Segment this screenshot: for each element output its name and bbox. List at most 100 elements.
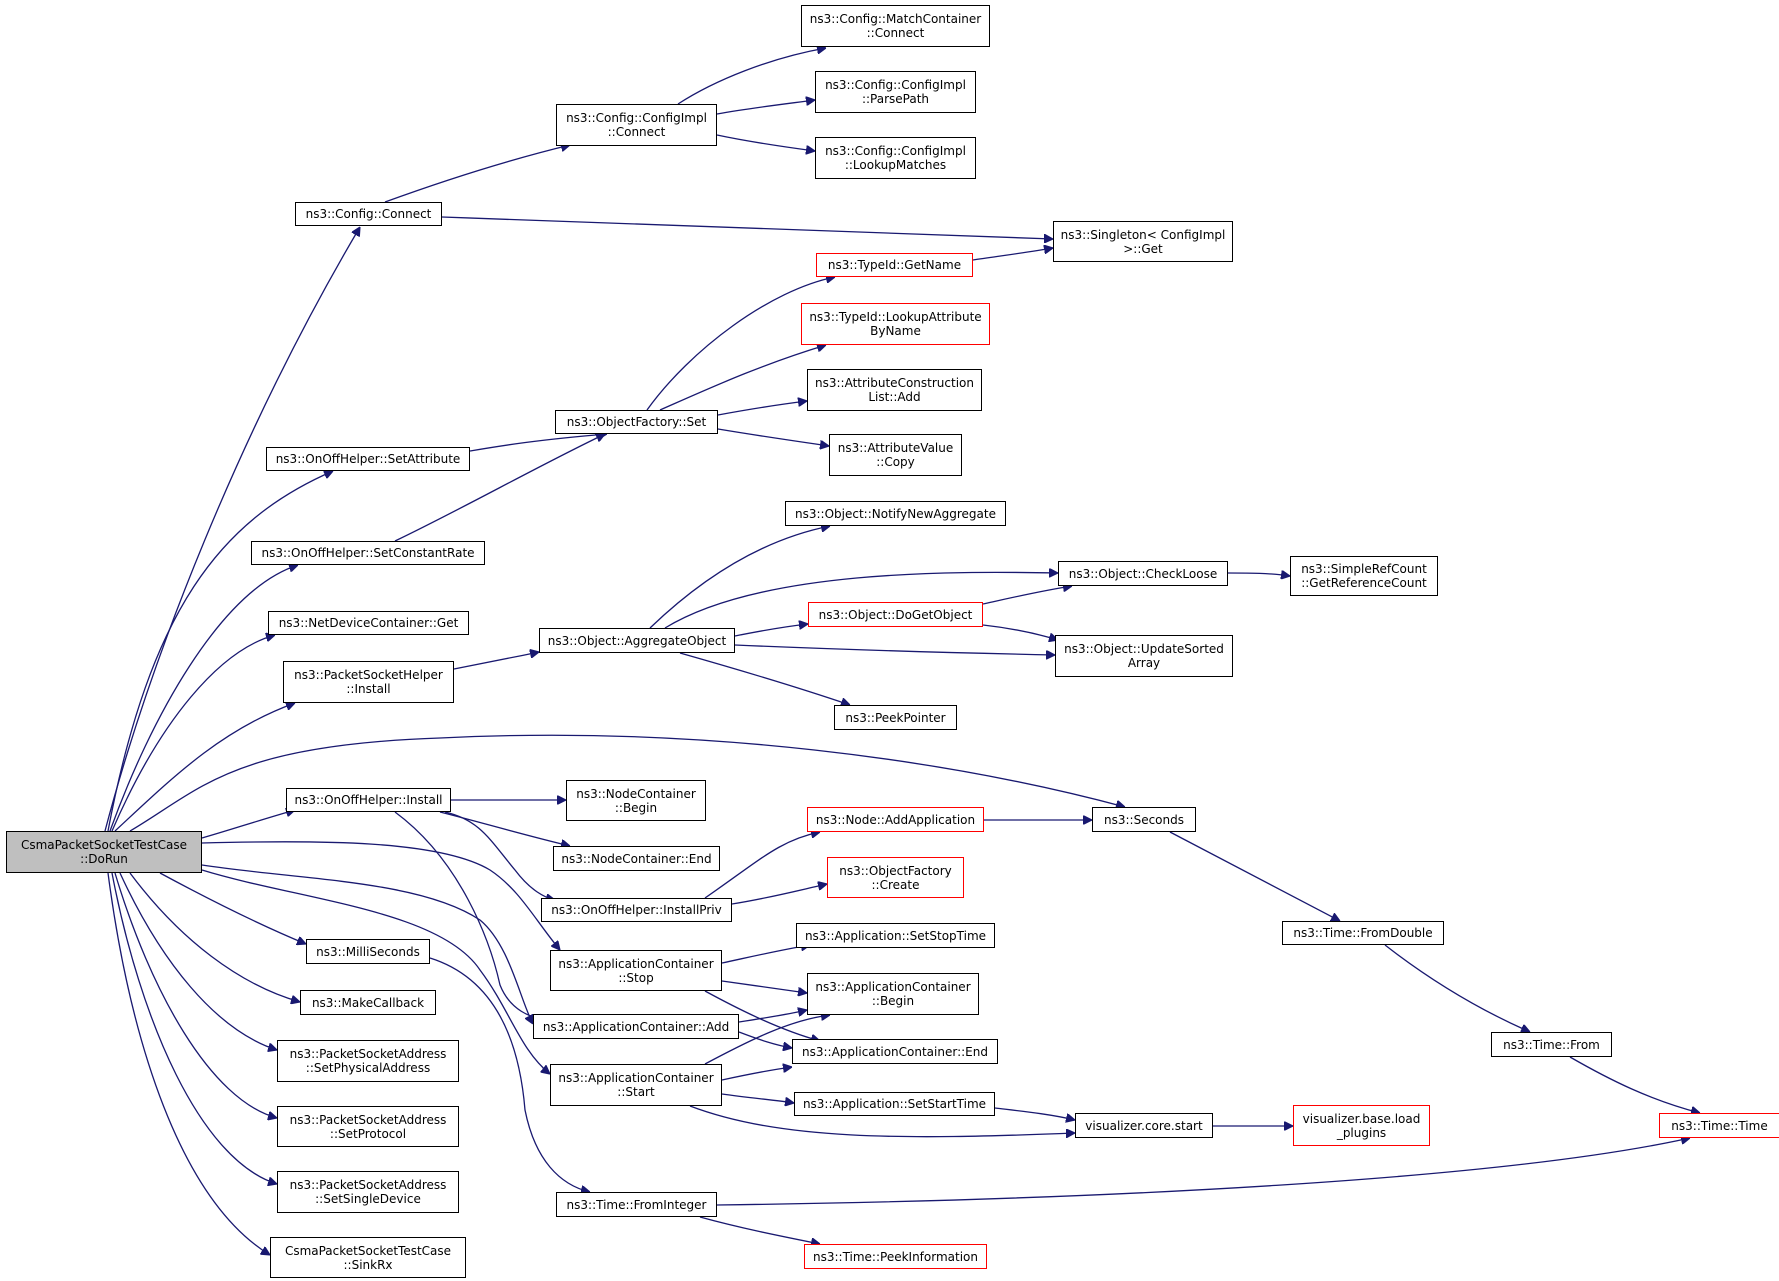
node-object-dogetobject[interactable]: ns3::Object::DoGetObject xyxy=(808,602,983,627)
node-visualizer-base-load-plugins[interactable]: visualizer.base.load _plugins xyxy=(1293,1105,1430,1146)
edge-from-to-time xyxy=(1569,1056,1700,1113)
node-applicationcontainer-start[interactable]: ns3::ApplicationContainer ::Start xyxy=(550,1064,722,1106)
edge-appcontainer-start-to-viz-core xyxy=(689,1105,1075,1137)
node-nodecontainer-begin[interactable]: ns3::NodeContainer ::Begin xyxy=(566,780,706,821)
node-seconds[interactable]: ns3::Seconds xyxy=(1092,807,1196,832)
edge-root-to-setprotocol xyxy=(114,872,277,1118)
node-label-line: ns3::Config::ConfigImpl xyxy=(825,144,966,158)
node-label-line: ::Connect xyxy=(607,125,666,139)
node-packetsocketaddress-setphysicaladdress[interactable]: ns3::PacketSocketAddress ::SetPhysicalAd… xyxy=(277,1040,459,1082)
node-configimpl-lookupmatches[interactable]: ns3::Config::ConfigImpl ::LookupMatches xyxy=(815,137,976,179)
node-visualizer-core-start[interactable]: visualizer.core.start xyxy=(1075,1113,1213,1138)
node-label-line: ns3::AttributeConstruction xyxy=(815,376,974,390)
edge-typeid-getname-to-singleton xyxy=(972,248,1053,261)
node-configimpl-parsepath[interactable]: ns3::Config::ConfigImpl ::ParsePath xyxy=(815,71,976,113)
node-label-line: visualizer.base.load xyxy=(1302,1111,1421,1126)
node-configimpl-connect[interactable]: ns3::Config::ConfigImpl ::Connect xyxy=(556,104,717,146)
node-makecallback[interactable]: ns3::MakeCallback xyxy=(300,990,436,1015)
node-applicationcontainer-begin[interactable]: ns3::ApplicationContainer ::Begin xyxy=(807,973,979,1015)
node-attributevalue-copy[interactable]: ns3::AttributeValue ::Copy xyxy=(829,434,962,476)
node-applicationcontainer-stop[interactable]: ns3::ApplicationContainer ::Stop xyxy=(550,950,722,991)
node-label-line: ns3::PeekPointer xyxy=(845,710,946,725)
node-typeid-getname[interactable]: ns3::TypeId::GetName xyxy=(816,253,973,277)
node-label-line: ::Begin xyxy=(614,800,658,815)
edge-configimpl-connect-to-lookupmatches xyxy=(716,134,815,151)
node-onoffhelper-setattribute[interactable]: ns3::OnOffHelper::SetAttribute xyxy=(266,447,470,471)
node-label-line: _plugins xyxy=(1336,1125,1387,1140)
node-time-peekinformation[interactable]: ns3::Time::PeekInformation xyxy=(804,1244,987,1269)
edge-aggregate-to-checkloose xyxy=(664,572,1058,629)
node-typeid-lookupattributebyname[interactable]: ns3::TypeId::LookupAttribute ByName xyxy=(801,303,990,345)
node-node-addapplication[interactable]: ns3::Node::AddApplication xyxy=(807,807,984,832)
node-label-line: ns3::Object::NotifyNewAggregate xyxy=(795,506,996,521)
node-label-line: ns3::PacketSocketHelper xyxy=(294,668,443,682)
edge-aggregate-to-dogetobject xyxy=(734,624,808,637)
node-applicationcontainer-end[interactable]: ns3::ApplicationContainer::End xyxy=(792,1039,998,1064)
edge-onoff-install-to-nodecontainer-end xyxy=(439,811,570,846)
node-netdevicecontainer-get[interactable]: ns3::NetDeviceContainer::Get xyxy=(268,611,469,635)
node-config-connect[interactable]: ns3::Config::Connect xyxy=(295,202,442,226)
node-label-line: ns3::MakeCallback xyxy=(311,995,425,1010)
node-onoffhelper-installpriv[interactable]: ns3::OnOffHelper::InstallPriv xyxy=(541,898,732,922)
edge-root-to-seconds xyxy=(129,734,1125,832)
node-packetsocketaddress-setsingledevice[interactable]: ns3::PacketSocketAddress ::SetSingleDevi… xyxy=(277,1171,459,1213)
node-singleton-get[interactable]: ns3::Singleton< ConfigImpl >::Get xyxy=(1053,221,1233,262)
node-peekpointer[interactable]: ns3::PeekPointer xyxy=(834,705,957,730)
node-time-from[interactable]: ns3::Time::From xyxy=(1491,1032,1612,1057)
node-label-line: ::Install xyxy=(346,682,391,696)
node-label-line: ns3::OnOffHelper::InstallPriv xyxy=(551,903,722,917)
node-object-aggregateobject[interactable]: ns3::Object::AggregateObject xyxy=(539,628,735,653)
node-object-updatesortedarray[interactable]: ns3::Object::UpdateSorted Array xyxy=(1055,635,1233,677)
node-label-line: ns3::PacketSocketAddress xyxy=(289,1178,447,1192)
node-onoffhelper-setconstantrate[interactable]: ns3::OnOffHelper::SetConstantRate xyxy=(251,541,485,565)
edge-onoff-setattribute-to-objfactory-set xyxy=(469,434,607,452)
node-object-notifynewaggregate[interactable]: ns3::Object::NotifyNewAggregate xyxy=(785,501,1006,526)
node-packetsocketaddress-setprotocol[interactable]: ns3::PacketSocketAddress ::SetProtocol xyxy=(277,1106,459,1147)
node-label-line: ::Connect xyxy=(866,26,925,40)
node-sinkrx[interactable]: CsmaPacketSocketTestCase ::SinkRx xyxy=(270,1237,466,1278)
node-time-time[interactable]: ns3::Time::Time xyxy=(1659,1113,1779,1138)
edge-frominteger-to-peekinfo xyxy=(699,1216,820,1244)
node-label-line: ns3::ApplicationContainer xyxy=(558,1071,714,1085)
node-nodecontainer-end[interactable]: ns3::NodeContainer::End xyxy=(553,846,720,871)
node-matchcontainer-connect[interactable]: ns3::Config::MatchContainer ::Connect xyxy=(801,5,990,47)
edge-root-to-makecallback xyxy=(129,872,300,1002)
edge-appcontainer-add-to-begin xyxy=(738,1010,807,1023)
edge-setstarttime-to-viz-core xyxy=(994,1107,1075,1120)
node-onoffhelper-install[interactable]: ns3::OnOffHelper::Install xyxy=(286,788,451,812)
edge-aggregate-to-notify xyxy=(649,526,830,629)
node-applicationcontainer-add[interactable]: ns3::ApplicationContainer::Add xyxy=(533,1014,739,1039)
node-label-line: ns3::Time::From xyxy=(1503,1037,1600,1052)
edge-root-to-netdevice-get xyxy=(111,635,275,832)
node-objectfactory-create[interactable]: ns3::ObjectFactory ::Create xyxy=(827,857,964,898)
node-label-line: ::Create xyxy=(871,877,920,892)
edge-frominteger-to-time xyxy=(716,1138,1690,1206)
node-label-line: ::SetSingleDevice xyxy=(315,1192,421,1206)
edge-config-connect-to-singleton xyxy=(441,216,1053,239)
node-time-frominteger[interactable]: ns3::Time::FromInteger xyxy=(556,1192,717,1217)
node-packetsockethelper-install[interactable]: ns3::PacketSocketHelper ::Install xyxy=(283,661,454,703)
edge-root-to-milliseconds xyxy=(159,872,306,944)
node-application-setstoptime[interactable]: ns3::Application::SetStopTime xyxy=(796,923,995,948)
node-objectfactory-set[interactable]: ns3::ObjectFactory::Set xyxy=(555,410,718,434)
node-label-line: ::Begin xyxy=(871,994,915,1008)
edge-objfactory-set-to-attrconstr-add xyxy=(717,401,807,416)
node-label-line: ns3::NodeContainer::End xyxy=(561,851,712,866)
node-label-line: ns3::Config::ConfigImpl xyxy=(825,78,966,92)
node-label-line: ::SetPhysicalAddress xyxy=(305,1061,431,1075)
node-milliseconds[interactable]: ns3::MilliSeconds xyxy=(306,939,430,964)
node-application-setstarttime[interactable]: ns3::Application::SetStartTime xyxy=(794,1092,995,1116)
node-label-line: ns3::ApplicationContainer::End xyxy=(802,1044,988,1059)
node-label-line: ns3::Node::AddApplication xyxy=(815,812,976,827)
node-label-line: ns3::Time::PeekInformation xyxy=(812,1249,979,1264)
node-simplerefcount-getreferencecount[interactable]: ns3::SimpleRefCount ::GetReferenceCount xyxy=(1290,556,1438,596)
node-attributeconstruction-add[interactable]: ns3::AttributeConstruction List::Add xyxy=(807,369,982,411)
node-label-line: ::DoRun xyxy=(80,852,128,866)
node-label-line: ns3::ObjectFactory xyxy=(839,863,952,878)
edge-milliseconds-to-frominteger xyxy=(429,957,590,1192)
edge-pktsockhelper-install-to-aggregate xyxy=(453,652,539,670)
node-time-fromdouble[interactable]: ns3::Time::FromDouble xyxy=(1282,921,1444,945)
node-label-line: ::Copy xyxy=(876,455,915,469)
node-object-checkloose[interactable]: ns3::Object::CheckLoose xyxy=(1058,561,1228,586)
